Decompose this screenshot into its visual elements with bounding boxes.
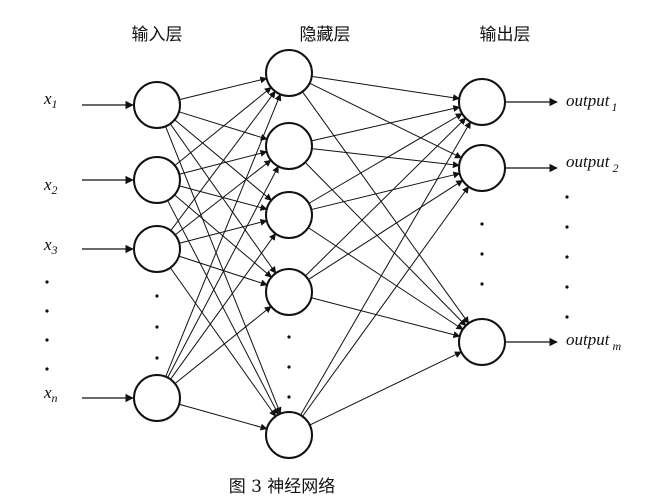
hidden-layer-title: 隐藏层 (300, 25, 351, 45)
edge-hidden-0-output-0 (311, 75, 460, 102)
svg-text:xn: xn (43, 383, 58, 405)
output-label-dots-0 (565, 195, 569, 199)
edge-hidden-0-output-2 (302, 91, 470, 324)
edge-input-2-hidden-0 (170, 90, 276, 231)
hidden-node-dots-1 (287, 365, 291, 369)
edge-hidden-4-output-1 (302, 186, 469, 417)
io-arrows (82, 97, 558, 403)
edge-hidden-2-output-1 (311, 171, 461, 211)
svg-text:x1: x1 (43, 89, 58, 111)
edge-input-0-hidden-3 (169, 123, 277, 274)
edge-hidden-0-output-1 (309, 82, 462, 159)
edge-hidden-3-output-1 (308, 180, 464, 280)
hidden-node-0 (265, 49, 313, 97)
input-label-x3: x3 (43, 235, 58, 257)
output-label-dots-4 (565, 315, 569, 319)
input-node-dots-0 (155, 294, 159, 298)
edge-hidden-4-output-2 (309, 351, 462, 426)
connections (165, 75, 471, 431)
output-label-dots-2 (565, 255, 569, 259)
hidden-node-1 (265, 122, 313, 170)
ellipsis-dots (45, 195, 569, 399)
edge-input-2-hidden-3 (178, 255, 268, 287)
edge-input-2-hidden-1 (174, 159, 272, 236)
input-label-dots-0 (45, 280, 49, 284)
input-label-dots-2 (45, 338, 49, 342)
edge-input-0-hidden-0 (179, 76, 268, 101)
output-layer-title: 输出层 (480, 25, 531, 45)
edge-hidden-4-output-0 (300, 121, 471, 416)
edge-hidden-3-output-2 (311, 297, 461, 339)
output-node-dots-2 (480, 282, 484, 286)
edge-input-3-hidden-4 (179, 403, 268, 431)
output-node-dots-1 (480, 252, 484, 256)
input-label-xn: xn (43, 383, 58, 405)
output-label-dots-3 (565, 285, 569, 289)
edge-input-3-hidden-0 (165, 93, 282, 377)
svg-text:x2: x2 (43, 175, 58, 197)
output-node-2 (458, 318, 506, 366)
input-node-dots-2 (155, 356, 159, 360)
edge-input-2-hidden-4 (169, 267, 277, 417)
output-node-dots-0 (480, 222, 484, 226)
edge-hidden-2-output-2 (307, 227, 464, 330)
input-label-dots-1 (45, 309, 49, 313)
output-node-0 (458, 78, 506, 126)
svg-text:x3: x3 (43, 235, 58, 257)
input-label-x1: x1 (43, 89, 58, 111)
hidden-node-2 (265, 191, 313, 239)
input-node-2 (133, 225, 181, 273)
hidden-node-3 (265, 268, 313, 316)
edge-input-3-hidden-1 (167, 165, 279, 378)
input-label-dots-3 (45, 367, 49, 371)
edge-input-2-hidden-2 (179, 218, 268, 244)
edge-hidden-1-output-1 (311, 148, 460, 169)
edge-input-3-hidden-2 (170, 233, 276, 380)
edge-hidden-1-output-0 (311, 105, 461, 142)
edge-input-3-hidden-3 (174, 305, 272, 384)
edge-input-0-hidden-2 (174, 119, 272, 201)
hidden-node-dots-0 (287, 335, 291, 339)
input-node-0 (133, 81, 181, 129)
input-layer-title: 输入层 (132, 25, 183, 45)
input-node-1 (133, 156, 181, 204)
input-node-dots-1 (155, 325, 159, 329)
neurons (133, 49, 506, 459)
edge-hidden-3-output-0 (305, 117, 467, 277)
input-label-x2: x2 (43, 175, 58, 197)
edge-hidden-2-output-0 (308, 113, 463, 204)
hidden-node-4 (265, 411, 313, 459)
hidden-node-dots-2 (287, 395, 291, 399)
edge-input-1-hidden-4 (167, 200, 279, 416)
output-label-dots-1 (565, 225, 569, 229)
input-node-3 (133, 374, 181, 422)
output-node-1 (458, 144, 506, 192)
edge-input-1-hidden-0 (174, 87, 272, 166)
edge-input-1-hidden-1 (179, 149, 268, 175)
figure-caption: 图 3 神经网络 (229, 477, 336, 497)
edge-input-0-hidden-1 (178, 111, 268, 141)
